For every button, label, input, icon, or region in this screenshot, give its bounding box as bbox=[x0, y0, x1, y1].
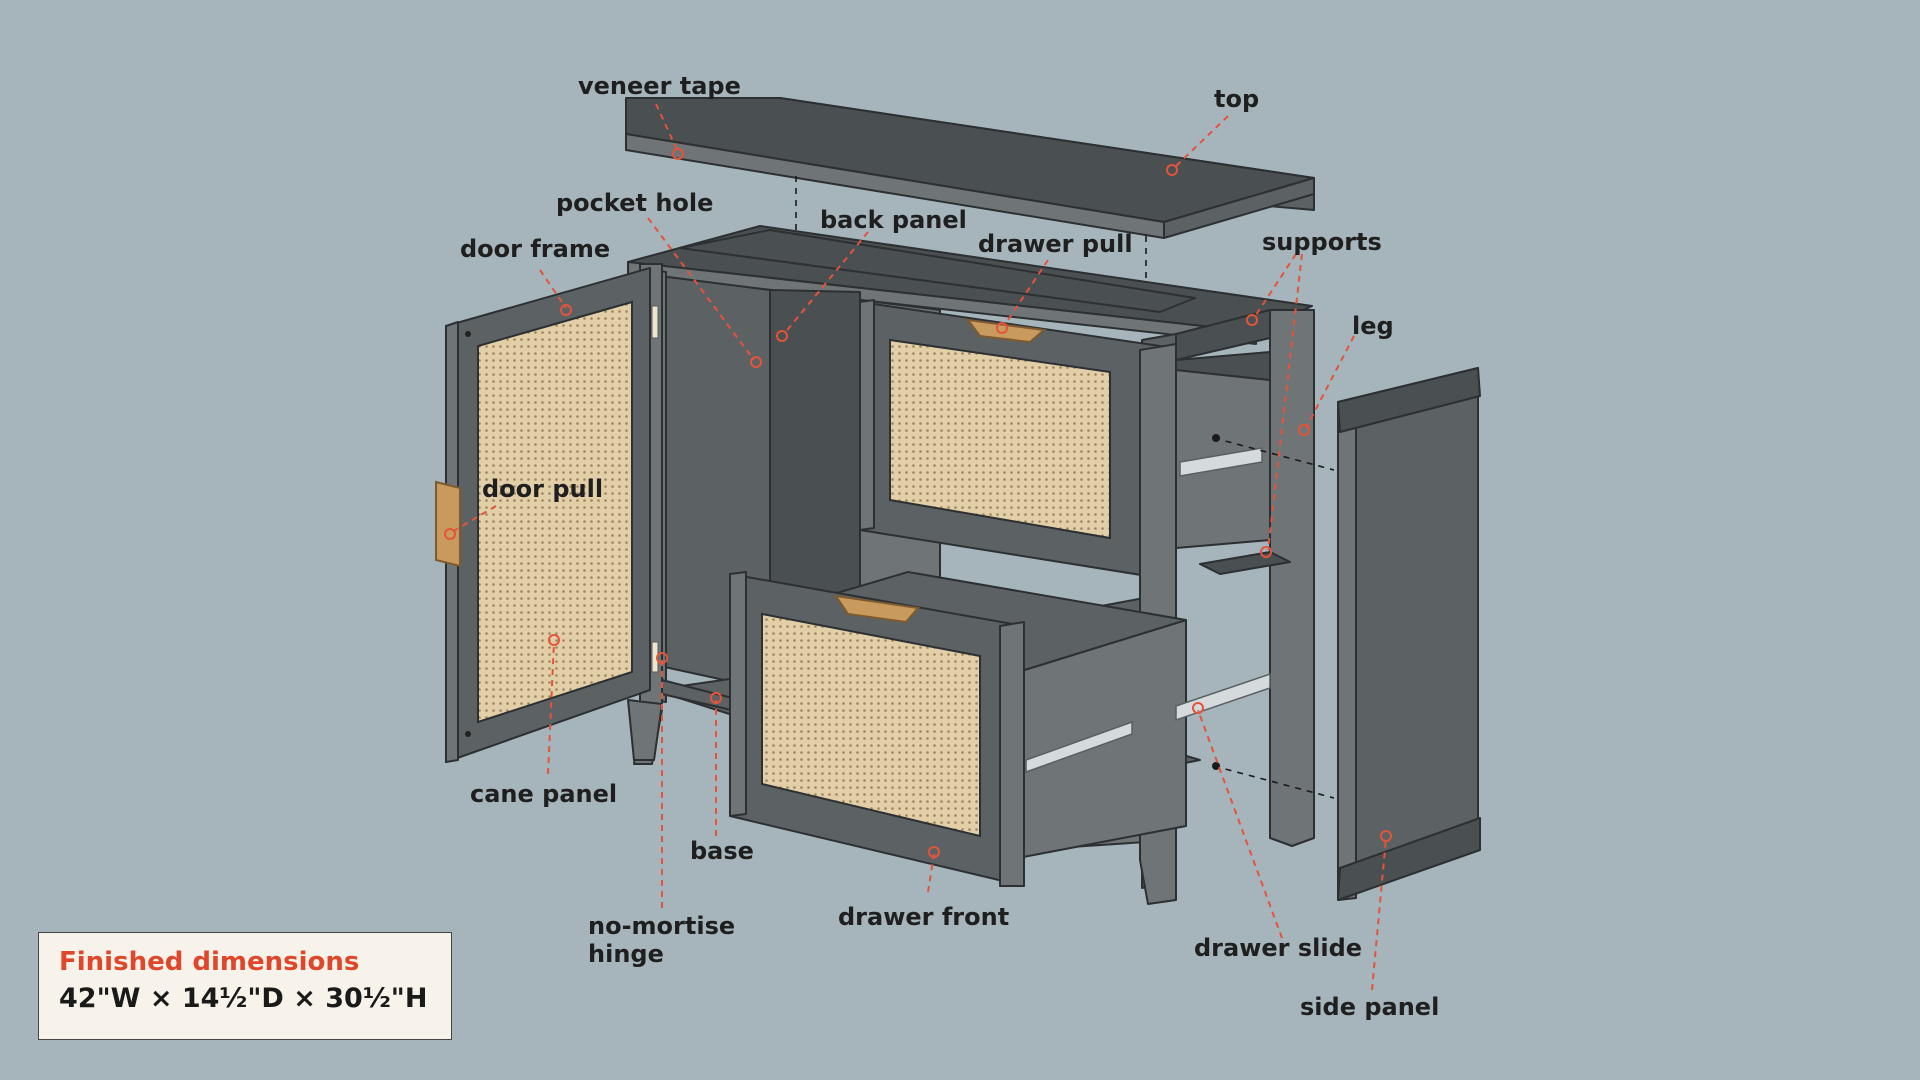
label-top: top bbox=[1214, 85, 1259, 113]
side-panel-part bbox=[1337, 367, 1481, 901]
lower-drawer bbox=[729, 571, 1271, 887]
label-base: base bbox=[690, 837, 754, 865]
side-guide-upper bbox=[1213, 437, 1335, 471]
top-panel bbox=[625, 97, 1315, 239]
label-door-pull: door pull bbox=[482, 475, 603, 503]
label-drawer-slide: drawer slide bbox=[1194, 934, 1362, 962]
finished-dimensions-box: Finished dimensions 42"W × 14½"D × 30½"H bbox=[38, 932, 452, 1040]
label-cane-panel: cane panel bbox=[470, 780, 617, 808]
leader-lines bbox=[444, 103, 1392, 991]
label-pocket-hole: pocket hole bbox=[556, 189, 713, 217]
label-drawer-pull: drawer pull bbox=[978, 230, 1133, 258]
part-labels: veneer tape top pocket hole back panel d… bbox=[460, 72, 1439, 1021]
door-pull-shape bbox=[435, 480, 461, 568]
door bbox=[435, 267, 659, 763]
finished-dimensions-value: 42"W × 14½"D × 30½"H bbox=[59, 983, 428, 1014]
label-door-frame: door frame bbox=[460, 235, 610, 263]
label-no-mortise-hinge-line1: no-mortise bbox=[588, 912, 735, 940]
label-side-panel: side panel bbox=[1300, 993, 1439, 1021]
label-veneer-tape: veneer tape bbox=[578, 72, 741, 100]
label-drawer-front: drawer front bbox=[838, 903, 1009, 931]
finished-dimensions-title: Finished dimensions bbox=[59, 947, 360, 977]
label-supports: supports bbox=[1262, 228, 1382, 256]
label-no-mortise-hinge-line2: hinge bbox=[588, 940, 664, 968]
side-guide-lower bbox=[1213, 765, 1335, 799]
label-leg: leg bbox=[1352, 312, 1394, 340]
left-front-leg bbox=[627, 699, 663, 761]
label-back-panel: back panel bbox=[820, 206, 967, 234]
